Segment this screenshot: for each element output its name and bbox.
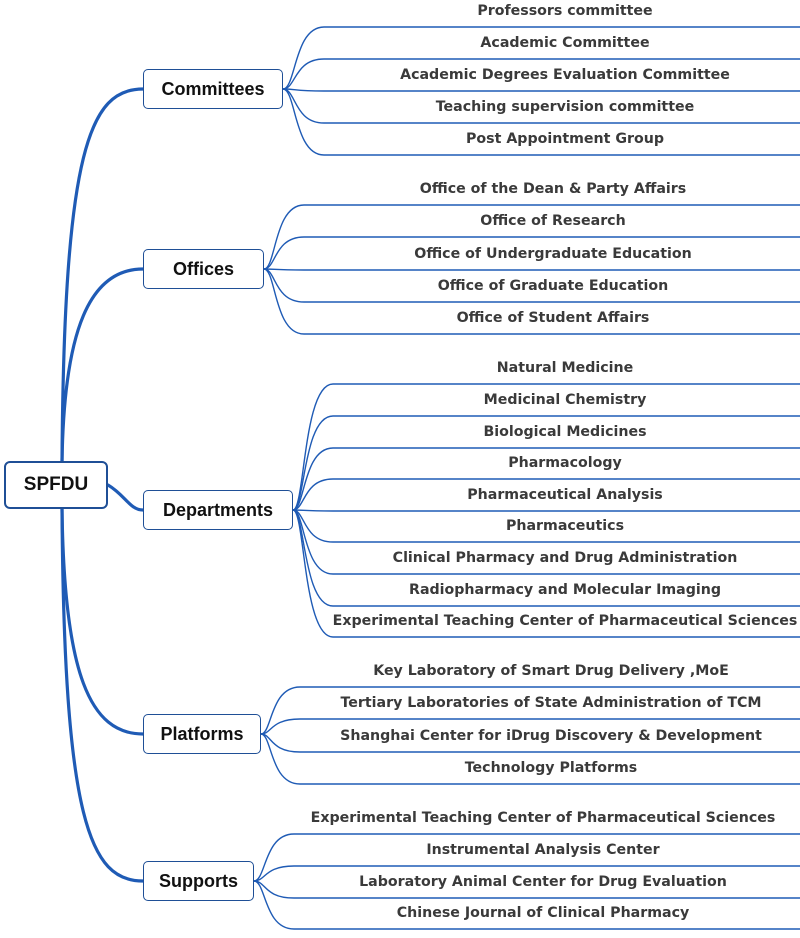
branch-connector bbox=[106, 483, 145, 512]
leaf-connector bbox=[253, 833, 800, 882]
leaf-connector bbox=[292, 509, 800, 543]
root-node[interactable]: SPFDU bbox=[4, 461, 108, 509]
branch-node-offices[interactable]: Offices bbox=[143, 249, 264, 289]
leaf-connector bbox=[292, 447, 800, 511]
leaf-connector bbox=[282, 88, 800, 156]
leaf-label[interactable]: Medicinal Chemistry bbox=[483, 392, 647, 408]
leaf-label[interactable]: Shanghai Center for iDrug Discovery & De… bbox=[340, 728, 762, 744]
branch-node-platforms[interactable]: Platforms bbox=[143, 714, 261, 754]
leaf-connector bbox=[282, 88, 800, 124]
leaf-label[interactable]: Professors committee bbox=[477, 3, 653, 19]
leaf-label[interactable]: Biological Medicines bbox=[483, 424, 647, 440]
leaf-connector bbox=[263, 268, 800, 335]
leaf-label[interactable]: Pharmaceutical Analysis bbox=[467, 487, 663, 503]
leaf-label[interactable]: Clinical Pharmacy and Drug Administratio… bbox=[392, 550, 738, 566]
leaf-label[interactable]: Academic Committee bbox=[480, 35, 650, 51]
branch-connector bbox=[60, 506, 145, 736]
branch-node-supports[interactable]: Supports bbox=[143, 861, 254, 901]
leaf-label[interactable]: Academic Degrees Evaluation Committee bbox=[400, 67, 730, 83]
leaf-label[interactable]: Office of the Dean & Party Affairs bbox=[419, 181, 687, 197]
leaf-connector bbox=[263, 268, 800, 303]
leaf-label[interactable]: Experimental Teaching Center of Pharmace… bbox=[310, 810, 776, 826]
leaf-connector bbox=[282, 88, 800, 92]
leaf-label[interactable]: Instrumental Analysis Center bbox=[426, 842, 660, 858]
branch-connector bbox=[60, 506, 145, 883]
leaf-connector bbox=[292, 383, 800, 511]
leaf-label[interactable]: Natural Medicine bbox=[496, 360, 634, 376]
leaf-connector bbox=[260, 733, 800, 785]
leaf-label[interactable]: Pharmaceutics bbox=[505, 518, 625, 534]
branch-connector bbox=[60, 267, 145, 464]
leaf-label[interactable]: Post Appointment Group bbox=[466, 131, 664, 147]
leaf-label[interactable]: Key Laboratory of Smart Drug Delivery ,M… bbox=[373, 663, 729, 679]
leaf-label[interactable]: Pharmacology bbox=[508, 455, 622, 471]
leaf-connector bbox=[292, 415, 800, 511]
leaf-connector bbox=[260, 718, 800, 735]
leaf-connector bbox=[282, 26, 800, 90]
branch-connector bbox=[60, 87, 145, 464]
leaf-connector bbox=[253, 865, 800, 882]
leaf-label[interactable]: Experimental Teaching Center of Pharmace… bbox=[332, 613, 798, 629]
leaf-label[interactable]: Technology Platforms bbox=[464, 760, 638, 776]
leaf-label[interactable]: Office of Graduate Education bbox=[437, 278, 669, 294]
leaf-label[interactable]: Laboratory Animal Center for Drug Evalua… bbox=[359, 874, 727, 890]
leaf-connector bbox=[260, 686, 800, 735]
leaf-connector bbox=[292, 509, 800, 638]
leaf-connector bbox=[282, 58, 800, 90]
leaf-connector bbox=[292, 509, 800, 512]
leaf-label[interactable]: Tertiary Laboratories of State Administr… bbox=[340, 695, 762, 711]
leaf-connector bbox=[253, 880, 800, 930]
branch-node-committees[interactable]: Committees bbox=[143, 69, 283, 109]
leaf-label[interactable]: Teaching supervision committee bbox=[435, 99, 695, 115]
leaf-connector bbox=[292, 478, 800, 511]
leaf-label[interactable]: Office of Undergraduate Education bbox=[414, 246, 692, 262]
leaf-connector bbox=[263, 204, 800, 270]
branch-node-departments[interactable]: Departments bbox=[143, 490, 293, 530]
leaf-label[interactable]: Office of Research bbox=[480, 213, 626, 229]
leaf-label[interactable]: Chinese Journal of Clinical Pharmacy bbox=[396, 905, 690, 921]
leaf-connector bbox=[263, 268, 800, 271]
leaf-label[interactable]: Office of Student Affairs bbox=[456, 310, 650, 326]
leaf-label[interactable]: Radiopharmacy and Molecular Imaging bbox=[409, 582, 721, 598]
leaf-connector bbox=[263, 236, 800, 270]
